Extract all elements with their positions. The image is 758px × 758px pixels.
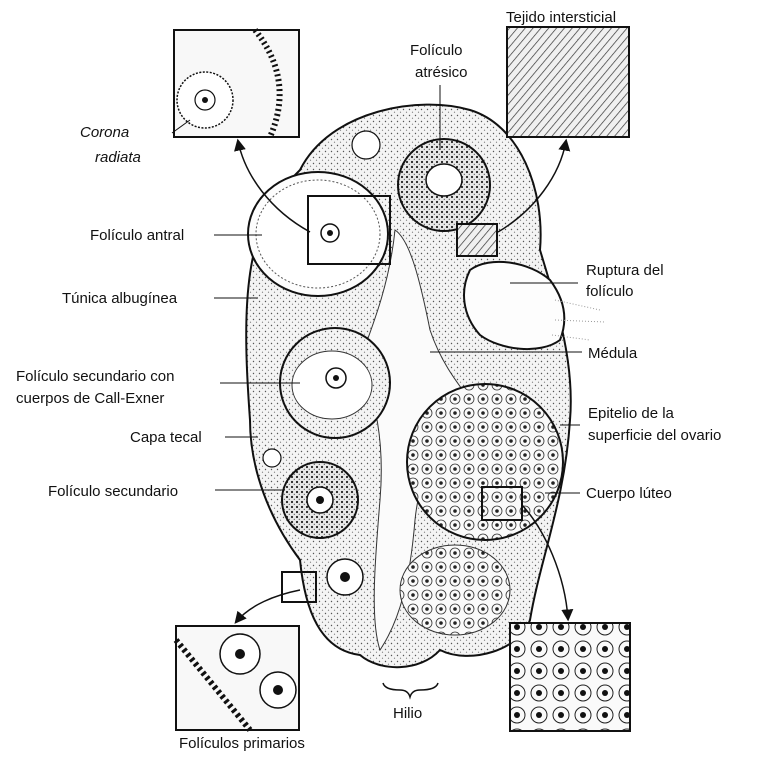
label-capa-tecal: Capa tecal <box>130 429 202 446</box>
inset-corpus-luteum <box>510 623 630 731</box>
inset-interstitial <box>507 27 629 137</box>
label-hilio: Hilio <box>393 705 422 722</box>
label-cuerpo-luteo: Cuerpo lúteo <box>586 485 672 502</box>
label-tunica-albuginea: Túnica albugínea <box>62 290 178 307</box>
label-epitelio-1: Epitelio de la <box>588 405 675 422</box>
label-call-exner-2: cuerpos de Call-Exner <box>16 390 164 407</box>
hilum-bracket <box>383 683 438 697</box>
label-call-exner-1: Folículo secundario con <box>16 368 174 385</box>
corpus-luteum <box>407 384 563 540</box>
label-epitelio-2: superficie del ovario <box>588 427 721 444</box>
interstitial-inset-marker <box>457 224 497 256</box>
label-foliculo-atresico-2: atrésico <box>415 64 468 81</box>
label-corona-radiata-2: radiata <box>95 149 141 166</box>
label-foliculo-atresico-1: Folículo <box>410 42 463 59</box>
label-medula: Médula <box>588 345 638 362</box>
label-foliculos-primarios: Folículos primarios <box>179 735 305 752</box>
label-corona-radiata-1: Corona <box>80 124 129 141</box>
label-tejido-intersticial: Tejido intersticial <box>506 9 616 26</box>
label-ruptura-2: folículo <box>586 283 634 300</box>
small-follicle <box>352 131 380 159</box>
label-ruptura-1: Ruptura del <box>586 262 664 279</box>
label-foliculo-antral: Folículo antral <box>90 227 184 244</box>
label-foliculo-secundario: Folículo secundario <box>48 483 178 500</box>
small-follicle <box>263 449 281 467</box>
arrow-to-primary <box>236 590 300 622</box>
